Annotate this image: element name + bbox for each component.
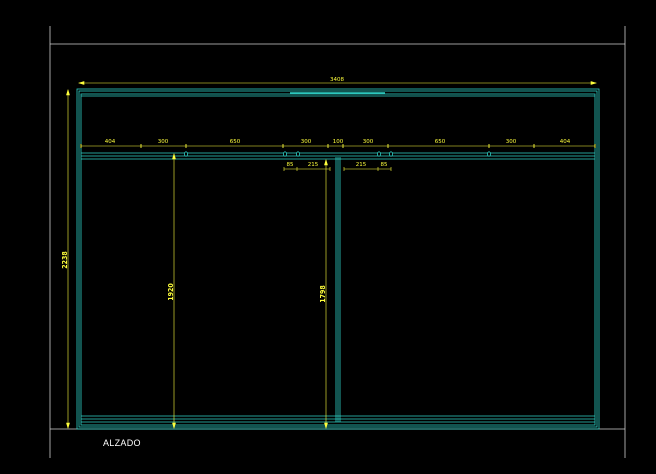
dim-top-404-left: 404 xyxy=(105,139,116,145)
rail-hardware xyxy=(183,151,491,157)
dim-sub-85-left: 85 xyxy=(287,162,294,168)
dim-top-300-b: 300 xyxy=(301,139,312,145)
dim-top-404-right: 404 xyxy=(560,139,571,145)
dim-overall-height: 2238 xyxy=(61,251,69,269)
dim-right-panel-height: 1798 xyxy=(319,285,327,303)
dimension-lines xyxy=(66,81,598,430)
dim-sub-85-right: 85 xyxy=(381,162,388,168)
dim-top-650-right: 650 xyxy=(435,139,446,145)
dim-overall-width: 3408 xyxy=(330,77,344,83)
dim-top-300-c: 300 xyxy=(363,139,374,145)
window-frame xyxy=(76,88,600,430)
dim-sub-215-left: 215 xyxy=(308,162,319,168)
drawing-title: ALZADO xyxy=(103,438,141,448)
dim-top-650-left: 650 xyxy=(230,139,241,145)
dim-top-300-a: 300 xyxy=(158,139,169,145)
dim-sub-215-right: 215 xyxy=(356,162,367,168)
dim-top-300-d: 300 xyxy=(506,139,517,145)
dim-left-panel-height: 1920 xyxy=(167,283,175,301)
dim-top-100: 100 xyxy=(333,139,344,145)
